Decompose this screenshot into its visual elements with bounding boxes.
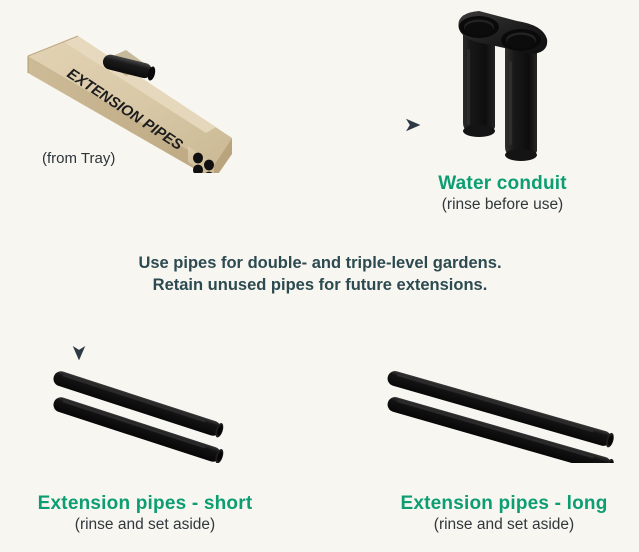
cardboard-sleeve-box-icon: EXTENSION PIPES — [27, 35, 232, 183]
extension-pipes-long-subtitle: (rinse and set aside) — [433, 516, 575, 533]
arrow-to-short-pipes — [68, 182, 92, 368]
arrow-to-water-conduit — [238, 114, 428, 136]
extension-pipes-short-subtitle: (rinse and set aside) — [74, 516, 216, 533]
usage-note: Use pipes for double- and triple-level g… — [120, 252, 520, 296]
from-tray-label: (from Tray) — [42, 150, 116, 167]
protruding-pipe-icon — [102, 54, 156, 81]
water-conduit-subtitle: (rinse before use) — [441, 196, 564, 213]
extension-pipes-long-title: Extension pipes - long — [400, 493, 608, 514]
long-pipe-pair-icon — [387, 371, 614, 474]
extension-pipes-short-title: Extension pipes - short — [37, 493, 253, 514]
water-conduit-title: Water conduit — [438, 173, 567, 194]
double-barrel-conduit-icon — [458, 11, 548, 161]
extension-pipes-box: EXTENSION PIPES — [20, 28, 245, 183]
short-pipe-pair-icon — [53, 371, 224, 464]
water-conduit-graphic — [447, 5, 565, 165]
extension-pipes-short-graphic — [40, 358, 240, 464]
usage-note-line-2: Retain unused pipes for future extension… — [152, 276, 488, 294]
usage-note-line-1: Use pipes for double- and triple-level g… — [138, 254, 502, 272]
extension-pipes-long-graphic — [378, 358, 628, 474]
